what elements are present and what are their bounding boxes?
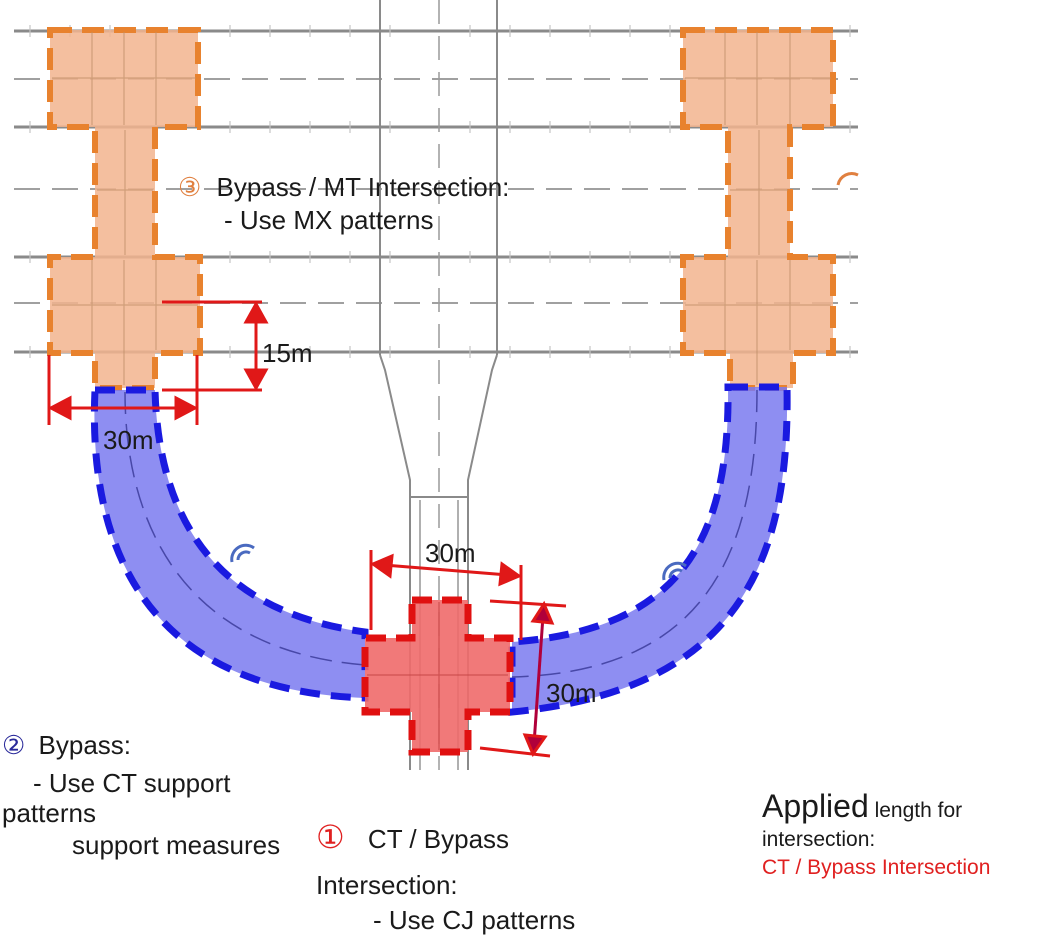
mx-label-line1: Bypass / MT Intersection: (216, 172, 510, 202)
dim-cj-height-label: 30m (546, 678, 597, 708)
mx-label: ③ Bypass / MT Intersection: (178, 170, 509, 204)
arc-symbol-right (662, 561, 687, 581)
legend-line2: intersection: (762, 828, 876, 851)
arc-symbol-left (230, 543, 255, 563)
mx-label-number: ③ (178, 172, 202, 202)
mx-label-line2: - Use MX patterns (224, 205, 434, 235)
bypass-label-number: ② (2, 730, 26, 760)
bypass-band-right (508, 383, 791, 716)
bypass-label-line1: Bypass: (38, 730, 132, 760)
dimension-cj-width (369, 550, 523, 640)
cj-label-line1: CT / Bypass (367, 824, 510, 854)
bypass-centerline-right (511, 389, 758, 678)
legend-title-small: length for (868, 799, 963, 822)
dimension-cj-height (479, 599, 567, 758)
dimension-mx-height (162, 300, 269, 392)
cj-label-line2: Intersection: (316, 870, 458, 900)
dim-mx-height-label: 15m (262, 338, 313, 368)
arc-symbol-top (836, 172, 859, 186)
bypass-label-line2: - Use CT support (33, 768, 231, 798)
legend-title-big: Applied (762, 788, 869, 824)
bypass-band-left (90, 386, 369, 702)
track-ticks (29, 25, 851, 358)
bypass-label: ② Bypass: (2, 730, 131, 761)
dimension-mx-width (47, 355, 199, 425)
legend: Applied length for (762, 788, 962, 825)
cj-label: ① CT / Bypass (316, 818, 509, 856)
mx-blocks (47, 27, 836, 391)
cj-block (361, 596, 514, 756)
dim-cj-width-label: 30m (425, 538, 476, 568)
arc-symbols (230, 172, 859, 581)
bypass-label-line4: support measures (72, 830, 281, 860)
bypass-label-line3: patterns (2, 798, 96, 828)
legend-line3: CT / Bypass Intersection (762, 856, 991, 879)
mx-block-gridlines (52, 32, 831, 385)
mx-block-right (680, 27, 836, 391)
bypass-centerline-left (124, 391, 366, 666)
dim-mx-width-label: 30m (103, 425, 154, 455)
cj-label-number: ① (316, 819, 345, 855)
cj-label-line3: - Use CJ patterns (373, 905, 576, 935)
cj-block-gridlines (367, 602, 508, 750)
